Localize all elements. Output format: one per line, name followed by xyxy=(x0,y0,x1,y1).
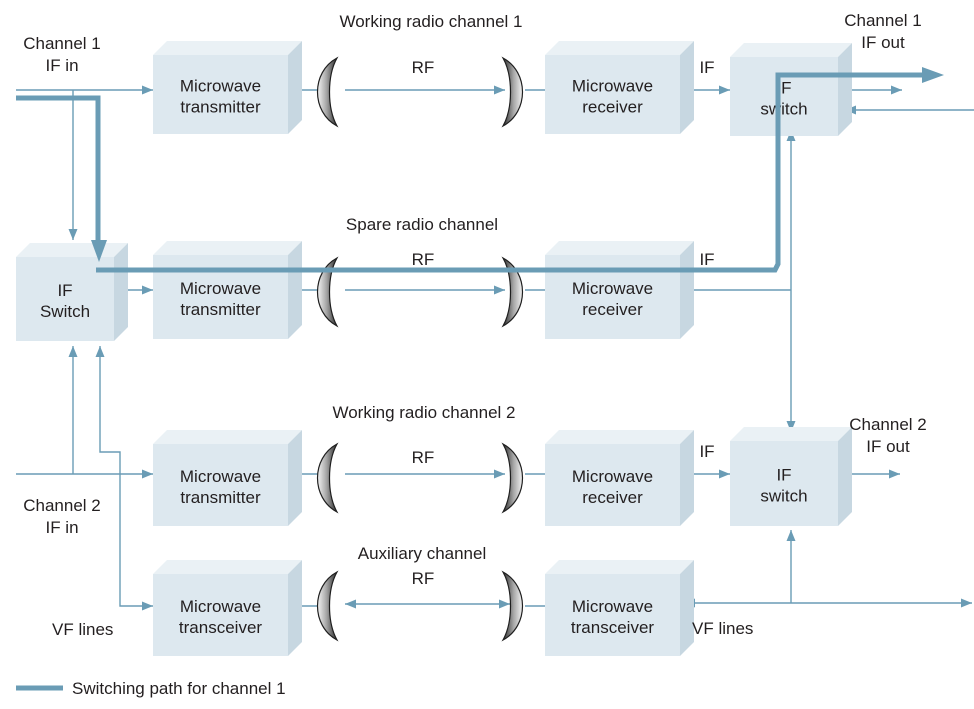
dish-antenna-right-3 xyxy=(501,442,524,514)
wire-vf-lines-right xyxy=(684,598,972,608)
dish-antenna-right-2 xyxy=(501,256,524,328)
dish-antenna-left-1 xyxy=(316,56,339,128)
label-rf-1: RF xyxy=(412,58,435,77)
wire-rf-1 xyxy=(345,85,505,95)
wire-rf-2 xyxy=(345,469,505,479)
antennas xyxy=(316,56,524,642)
wire-ch2-in-to-tx2 xyxy=(16,469,153,479)
wire-swL-to-transceiver xyxy=(95,346,153,611)
wire-ch2-up-to-swL xyxy=(68,346,78,474)
legend-text: Switching path for channel 1 xyxy=(72,679,286,698)
label-working-radio-channel-2: Working radio channel 2 xyxy=(332,403,515,422)
dish-antenna-left-3 xyxy=(316,442,339,514)
label-if-1: IF xyxy=(699,58,714,77)
connection-lines xyxy=(16,85,974,611)
dish-antenna-right-4 xyxy=(501,570,524,642)
label-if-spare: IF xyxy=(699,250,714,269)
dish-antenna-left-4 xyxy=(316,570,339,642)
wire-rf-aux xyxy=(345,599,510,609)
label-auxiliary-channel: Auxiliary channel xyxy=(358,544,487,563)
wire-sw1-out-a xyxy=(845,85,902,95)
dish-antenna-right-1 xyxy=(501,56,524,128)
label-vf-lines-right: VF lines xyxy=(692,619,753,638)
wire-ch1-tap-down xyxy=(68,90,78,240)
label-rf-2: RF xyxy=(412,448,435,467)
dish-antenna-left-2 xyxy=(316,256,339,328)
wire-vf-to-sw2 xyxy=(786,530,796,603)
wire-rf-spare xyxy=(345,285,505,295)
label-rf-aux: RF xyxy=(412,569,435,588)
label-working-radio-channel-1: Working radio channel 1 xyxy=(339,12,522,31)
label-vf-lines-left: VF lines xyxy=(52,620,113,639)
wire-to-sw1 xyxy=(786,130,796,290)
label-spare-radio-channel: Spare radio channel xyxy=(346,215,498,234)
legend: Switching path for channel 1 xyxy=(16,679,286,698)
wire-sw2-out xyxy=(845,469,900,479)
label-rf-spare: RF xyxy=(412,250,435,269)
wire-to-sw2 xyxy=(786,290,796,432)
label-if-2: IF xyxy=(699,442,714,461)
switching-path-channel-1 xyxy=(16,67,944,273)
wire-sw1-in-b xyxy=(845,105,974,115)
wire-ch1-in-to-tx1 xyxy=(16,85,153,95)
